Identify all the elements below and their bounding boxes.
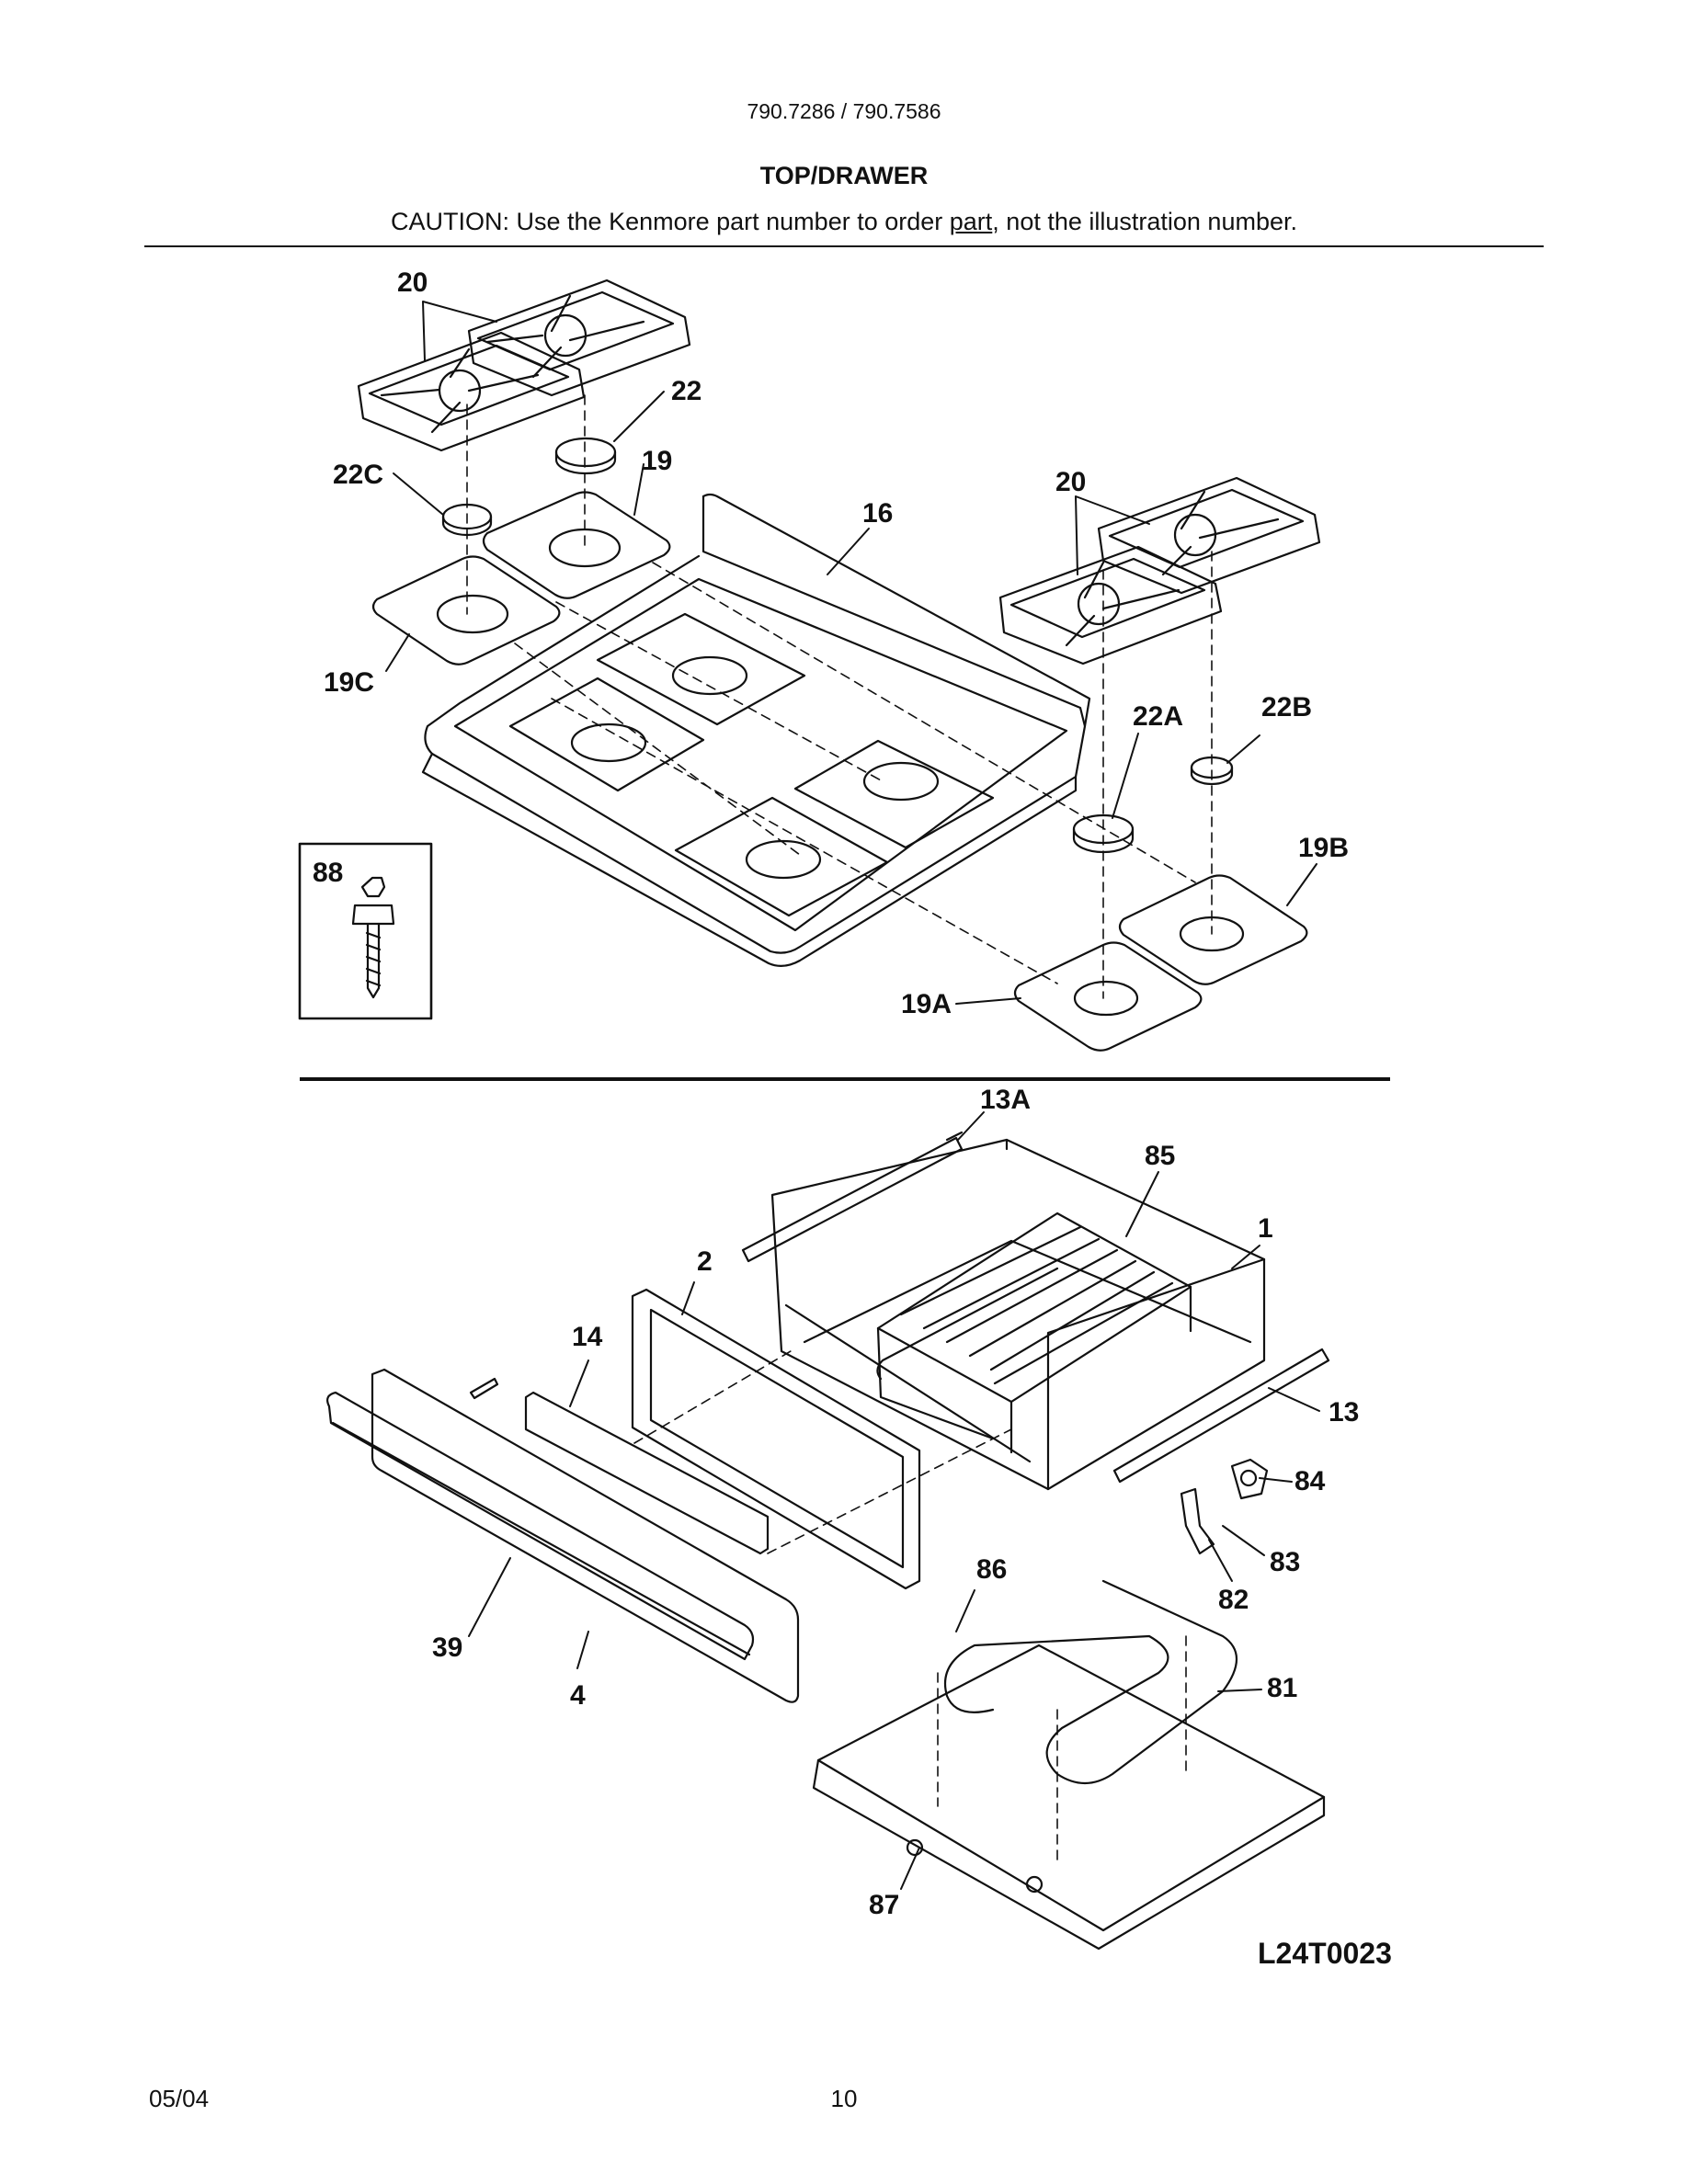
callout-13a: 13A bbox=[980, 1085, 1032, 1115]
callout-19c: 19C bbox=[324, 667, 375, 698]
callout-83: 83 bbox=[1270, 1547, 1301, 1577]
drawer-guide-lines bbox=[633, 1350, 1187, 1867]
callout-19b: 19B bbox=[1298, 833, 1350, 863]
drawer-front-4 bbox=[371, 1368, 800, 1703]
callout-20-left: 20 bbox=[397, 267, 428, 298]
drawer-leader-lines bbox=[468, 1111, 1320, 1890]
top-guide-lines bbox=[466, 394, 1213, 999]
callout-86: 86 bbox=[976, 1554, 1008, 1585]
callout-1: 1 bbox=[1258, 1213, 1273, 1244]
cooktop-16 bbox=[421, 493, 1091, 967]
callout-22b: 22B bbox=[1261, 692, 1313, 722]
top-leader-lines bbox=[385, 301, 1317, 1005]
bracket-84 bbox=[1230, 1458, 1269, 1500]
header-divider bbox=[144, 245, 1544, 247]
drip-bowl-19 bbox=[482, 491, 671, 599]
page-number: 10 bbox=[830, 2085, 858, 2112]
caution-part-word: part bbox=[949, 208, 993, 235]
callout-2: 2 bbox=[697, 1246, 713, 1277]
callout-22a: 22A bbox=[1133, 701, 1184, 732]
slide-rail-13a bbox=[741, 1131, 964, 1263]
callout-19a: 19A bbox=[901, 989, 952, 1019]
grate-right-rear bbox=[1097, 476, 1321, 595]
bracket-83 bbox=[1180, 1487, 1215, 1555]
model-number: 790.7286 / 790.7586 bbox=[747, 99, 941, 123]
page-title: TOP/DRAWER bbox=[759, 162, 929, 189]
grate-right-front bbox=[998, 545, 1223, 665]
drawer-bottom-87 bbox=[812, 1644, 1326, 1951]
section-divider bbox=[300, 1077, 1390, 1081]
callout-20-right: 20 bbox=[1055, 467, 1087, 497]
drip-bowl-19b bbox=[1118, 874, 1308, 985]
caution-text-end: , not the illustration number. bbox=[992, 208, 1297, 235]
callout-19: 19 bbox=[642, 446, 673, 476]
callout-87: 87 bbox=[869, 1890, 900, 1920]
drawer-panel-2 bbox=[631, 1288, 921, 1590]
callout-39: 39 bbox=[432, 1632, 463, 1663]
callout-88: 88 bbox=[313, 858, 344, 888]
callout-16: 16 bbox=[862, 498, 894, 529]
drawer-box-1 bbox=[770, 1138, 1266, 1491]
callout-22c: 22C bbox=[333, 460, 384, 490]
gasket-14 bbox=[524, 1391, 770, 1555]
callout-13: 13 bbox=[1329, 1397, 1360, 1428]
callout-14: 14 bbox=[572, 1322, 603, 1352]
caution-note: CAUTION: Use the Kenmore part number to … bbox=[0, 208, 1688, 236]
callout-82: 82 bbox=[1218, 1585, 1249, 1615]
grate-left-front bbox=[357, 331, 586, 452]
caution-text: CAUTION: Use the Kenmore part number to … bbox=[391, 208, 950, 235]
drip-bowl-19a bbox=[1013, 941, 1203, 1052]
burner-cap-22 bbox=[554, 437, 617, 475]
drawing-code: L24T0023 bbox=[1258, 1937, 1392, 1970]
drip-bowl-19c bbox=[371, 555, 561, 665]
bake-element-81 bbox=[943, 1579, 1237, 1784]
callout-81: 81 bbox=[1267, 1673, 1298, 1703]
handle-39 bbox=[326, 1391, 755, 1661]
slide-rail-13 bbox=[1112, 1348, 1330, 1484]
callout-22: 22 bbox=[671, 376, 702, 406]
grate-left-rear bbox=[467, 279, 691, 397]
drawer-screw bbox=[469, 1377, 499, 1400]
rack-85 bbox=[876, 1211, 1192, 1454]
part-88-box bbox=[298, 842, 433, 1020]
callout-84: 84 bbox=[1295, 1466, 1326, 1496]
callout-85: 85 bbox=[1145, 1141, 1176, 1171]
callout-4: 4 bbox=[570, 1680, 586, 1711]
footer-date: 05/04 bbox=[149, 2085, 210, 2112]
